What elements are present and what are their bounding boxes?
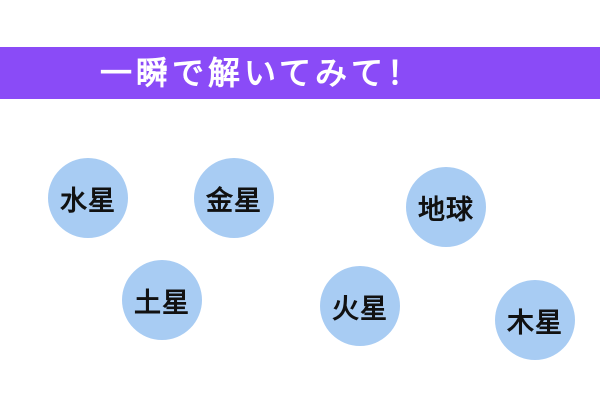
planet-label: 金星 xyxy=(206,185,262,217)
planet-label: 火星 xyxy=(332,293,388,325)
planet-label: 土星 xyxy=(134,287,190,319)
planet-card-jupiter[interactable]: 木星 xyxy=(495,280,575,360)
planet-card-saturn[interactable]: 土星 xyxy=(122,260,202,340)
planet-card-venus[interactable]: 金星 xyxy=(194,158,274,238)
planet-card-mars[interactable]: 火星 xyxy=(320,266,400,346)
planet-label: 地球 xyxy=(418,194,474,226)
planet-card-mercury[interactable]: 水星 xyxy=(48,158,128,238)
planet-card-earth[interactable]: 地球 xyxy=(406,167,486,247)
title-banner: 一瞬で解いてみて！ xyxy=(0,47,600,99)
page-title: 一瞬で解いてみて！ xyxy=(100,54,424,92)
planet-label: 水星 xyxy=(60,185,116,217)
planet-label: 木星 xyxy=(507,307,563,339)
